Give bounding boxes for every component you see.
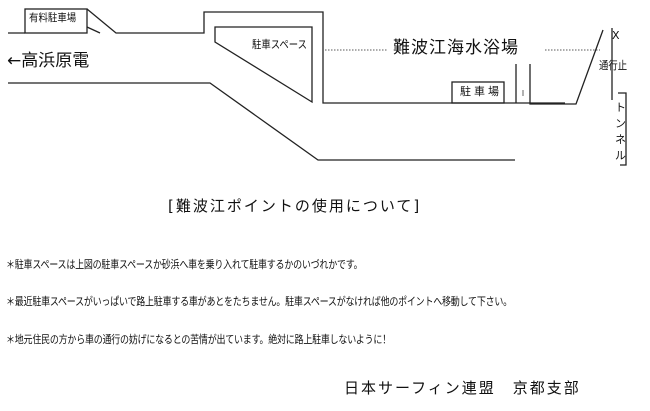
closed-x-mark: X xyxy=(612,29,620,42)
parking-lot-label: 駐車場 xyxy=(460,85,502,98)
road-upper-diagonal xyxy=(86,8,565,104)
road-lower xyxy=(8,82,515,161)
note-full-parking: ＊最近駐車スペースがいっぱいで路上駐車する車があとをたちません。駐車スペースがな… xyxy=(6,295,512,308)
note-parking-space: ＊駐車スペースは上図の駐車スペースか砂浜へ車を乗り入れて駐車するかのいづれかです… xyxy=(6,258,363,271)
tunnel-label: トンネル xyxy=(615,101,626,162)
direction-label: ←高浜原電 xyxy=(7,51,90,71)
area-map xyxy=(8,8,627,166)
beach-name: 難波江海水浴場 xyxy=(393,38,519,58)
note-complaints: ＊地元住民の方から車の通行の妨げになるとの苦情が出ています。絶対に路上駐車しない… xyxy=(6,333,391,346)
parking-space-area xyxy=(214,26,313,104)
paid-parking-label: 有料駐車場 xyxy=(29,12,77,24)
signature: 日本サーフィン連盟 京都支部 xyxy=(344,379,581,397)
section-heading: [難波江ポイントの使用について] xyxy=(168,197,422,215)
paid-parking-ramp xyxy=(86,26,101,34)
parking-lot-box xyxy=(451,81,505,104)
parking-space-label: 駐車スペース xyxy=(252,38,307,51)
tunnel-bracket xyxy=(618,92,627,166)
road-closed-label: 通行止 xyxy=(599,59,628,72)
paid-parking-box xyxy=(24,8,88,34)
beach-path-right xyxy=(529,29,604,105)
